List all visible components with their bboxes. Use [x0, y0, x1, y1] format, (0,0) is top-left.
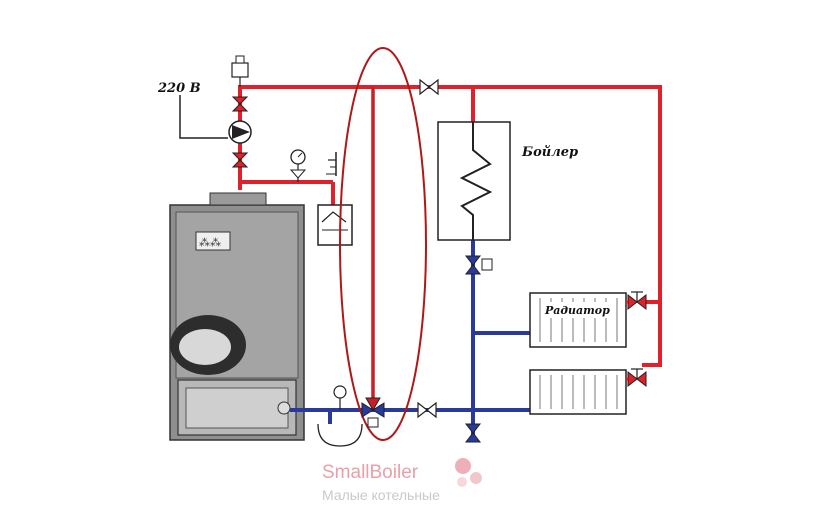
svg-text:⁂⁂: ⁂⁂ — [199, 236, 221, 249]
bypass-highlight-ellipse — [339, 47, 427, 441]
watermark-logo-icon — [455, 458, 482, 487]
voltage-label: 220 В — [157, 81, 201, 96]
heater-return-valve — [464, 255, 493, 275]
expansion-tank — [317, 204, 353, 246]
circulation-pump — [228, 120, 252, 144]
return-gauge-icon — [333, 385, 347, 410]
pump-upper-valve — [231, 96, 249, 112]
radiator-upper — [529, 292, 627, 348]
return-expansion-vessel — [317, 423, 363, 447]
pressure-gauge-icon — [289, 149, 307, 182]
indirect-water-heater — [437, 121, 511, 241]
radiator-upper-valve — [627, 291, 647, 311]
three-way-mixing-valve — [361, 397, 385, 428]
return-pipes — [290, 240, 530, 440]
solid-fuel-boiler: ⁂⁂ — [169, 192, 305, 441]
supply-line-valve — [419, 78, 439, 96]
radiator-label: Радиатор — [544, 304, 610, 317]
power-lead — [179, 95, 228, 139]
watermark-brand: SmallBoiler — [322, 462, 419, 483]
air-vent-icon — [231, 55, 249, 87]
thermometer-icon — [326, 152, 337, 176]
radiator-lower — [529, 369, 627, 415]
return-line-valve — [417, 401, 437, 419]
watermark-tagline: Малые котельные — [322, 487, 440, 503]
pump-lower-valve — [231, 152, 249, 168]
radiator-lower-valve — [627, 368, 647, 388]
drain-valve — [464, 423, 482, 443]
boiler-label: Бойлер — [521, 145, 578, 160]
